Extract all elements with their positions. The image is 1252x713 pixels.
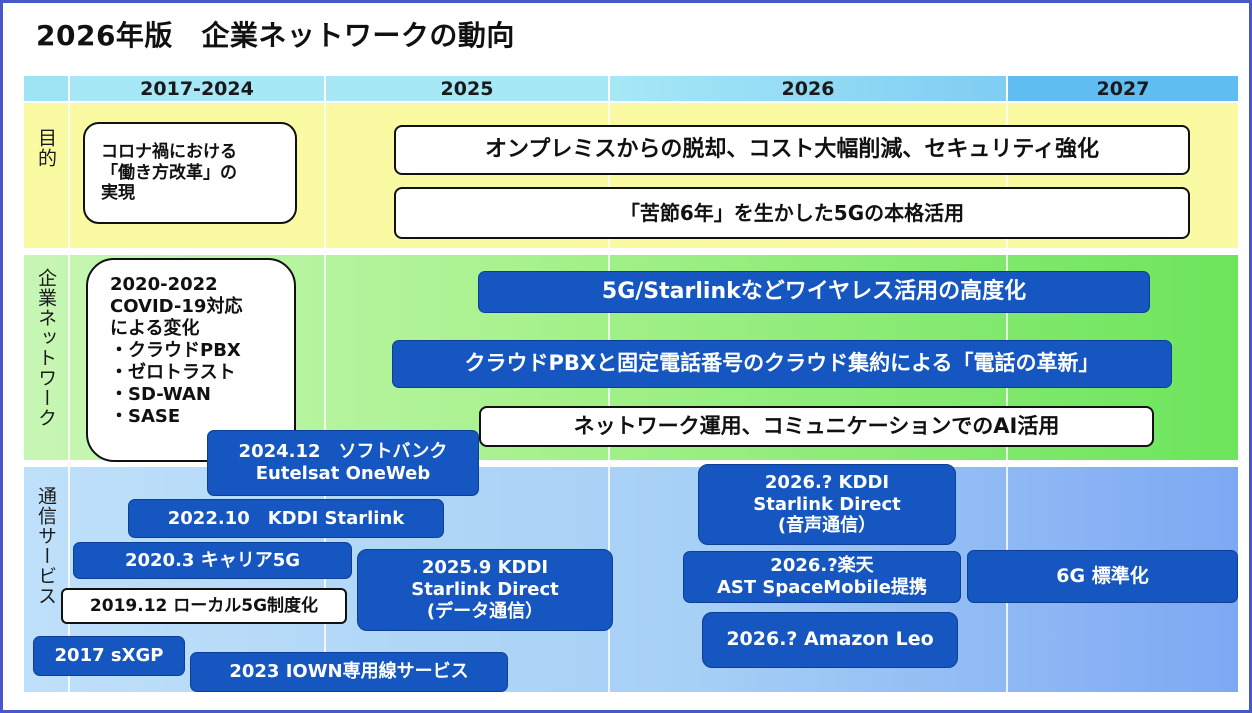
network-covid-box: 2020-2022 COVID-19対応 による変化 ・クラウドPBX ・ゼロト… <box>86 258 296 462</box>
row-label-network: 企業ネットワーク <box>35 268 57 428</box>
purpose-5g-box: 「苦節6年」を生かした5Gの本格活用 <box>394 187 1190 239</box>
column-divider <box>68 76 70 692</box>
service-kddi-2026-line: (音声通信） <box>777 515 877 537</box>
service-amazon-box: 2026.? Amazon Leo <box>702 612 958 668</box>
service-kddi-2022-box: 2022.10 KDDI Starlink <box>128 499 444 538</box>
service-sxgp-box: 2017 sXGP <box>33 636 185 676</box>
header-2026: 2026 <box>610 76 1006 101</box>
page-title: 2026年版 企業ネットワークの動向 <box>36 19 515 52</box>
column-divider <box>324 76 326 692</box>
row-label-purpose: 目的 <box>35 128 57 168</box>
network-covid-line: による変化 <box>110 317 200 339</box>
service-6g-box: 6G 標準化 <box>967 550 1238 603</box>
purpose-covid-line: 実現 <box>101 183 135 204</box>
network-covid-line: ・ゼロトラスト <box>110 361 236 383</box>
purpose-covid-line: コロナ禍における <box>101 141 237 162</box>
purpose-covid-line: 「働き方改革」の <box>101 162 237 183</box>
header-2017-2024: 2017-2024 <box>70 76 324 101</box>
service-kddi-2025-box: 2025.9 KDDI Starlink Direct (データ通信） <box>357 549 613 631</box>
header-2025: 2025 <box>326 76 608 101</box>
network-wireless-box: 5G/Starlinkなどワイヤレス活用の高度化 <box>478 271 1150 313</box>
service-kddi-2026-box: 2026.? KDDI Starlink Direct (音声通信） <box>698 464 956 545</box>
network-phone-box: クラウドPBXと固定電話番号のクラウド集約による「電話の革新」 <box>392 340 1172 388</box>
header-bar-left <box>24 76 68 101</box>
service-iown-box: 2023 IOWN専用線サービス <box>190 652 508 692</box>
service-local-5g-box: 2019.12 ローカル5G制度化 <box>61 588 347 624</box>
header-2027: 2027 <box>1008 76 1238 101</box>
service-kddi-2025-line: 2025.9 KDDI <box>421 557 549 579</box>
network-covid-line: ・SD-WAN <box>110 383 211 405</box>
service-rakuten-box: 2026.?楽天 AST SpaceMobile提携 <box>683 551 961 603</box>
service-rakuten-line: 2026.?楽天 <box>770 555 874 577</box>
service-kddi-2026-line: 2026.? KDDI <box>764 471 890 493</box>
network-covid-line: 2020-2022 <box>110 274 218 295</box>
service-carrier-5g-box: 2020.3 キャリア5G <box>73 542 352 579</box>
network-covid-line: ・クラウドPBX <box>110 339 241 361</box>
network-ai-box: ネットワーク運用、コミュニケーションでのAI活用 <box>479 406 1154 447</box>
purpose-covid-box: コロナ禍における 「働き方改革」の 実現 <box>83 122 297 224</box>
service-softbank-line: 2024.12 ソフトバンク <box>238 441 448 463</box>
service-softbank-box: 2024.12 ソフトバンク Eutelsat OneWeb <box>207 430 479 496</box>
service-kddi-2025-line: Starlink Direct <box>411 579 559 601</box>
service-rakuten-line: AST SpaceMobile提携 <box>716 577 928 598</box>
network-covid-line: ・SASE <box>110 405 181 427</box>
service-softbank-line: Eutelsat OneWeb <box>255 463 431 484</box>
network-covid-line: COVID-19対応 <box>110 295 243 317</box>
service-kddi-2026-line: Starlink Direct <box>753 493 901 515</box>
service-kddi-2025-line: (データ通信） <box>426 600 544 622</box>
row-label-service: 通信サービス <box>35 486 57 606</box>
purpose-onprem-box: オンプレミスからの脱却、コスト大幅削減、セキュリティ強化 <box>394 125 1190 175</box>
